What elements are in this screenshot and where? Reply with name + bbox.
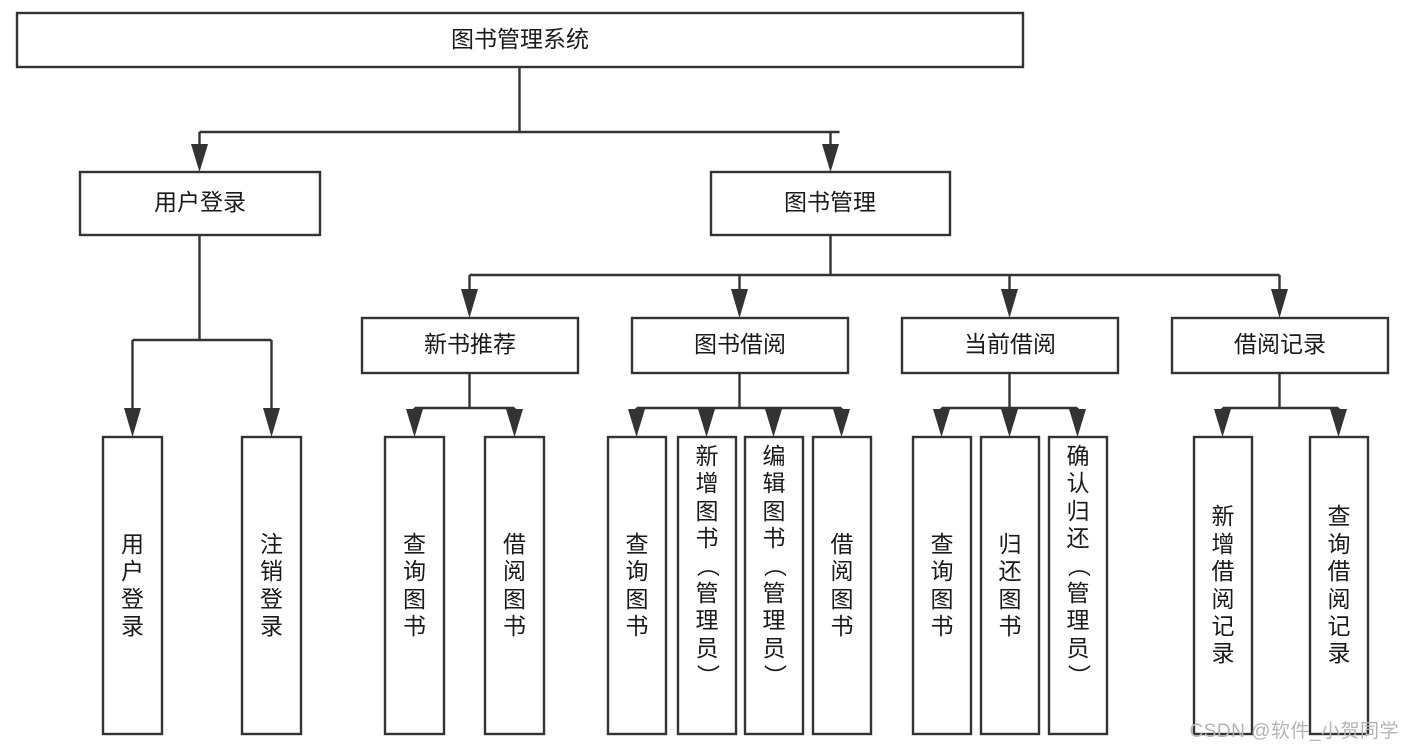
arrow-book-borrow-to-leaf-2 [765, 409, 782, 437]
arrow-new-book-to-leaf-1 [506, 409, 523, 437]
arrow-current-borrow-to-leaf-0 [933, 409, 950, 437]
leaf-box-new-book-1[interactable] [483, 435, 546, 736]
leaf-box-book-borrow-2[interactable] [743, 435, 805, 736]
leaf-box-current-borrow-1[interactable] [979, 435, 1041, 736]
arrow-book-mgmt-to-book-borrow [731, 289, 748, 318]
arrow-book-borrow-to-leaf-1 [698, 409, 715, 437]
leaf-box-current-borrow-2[interactable] [1047, 435, 1109, 736]
node-current-borrow-box[interactable] [900, 316, 1120, 375]
node-book-borrow-box[interactable] [630, 316, 850, 375]
node-current-borrow[interactable]: 当前借阅 [900, 316, 1120, 375]
node-book-borrow[interactable]: 图书借阅 [630, 316, 850, 375]
arrow-book-borrow-to-leaf-3 [833, 409, 850, 437]
node-book-management[interactable]: 图书管理 [709, 170, 952, 237]
arrow-book-mgmt-to-borrow-record [1271, 289, 1288, 318]
arrow-user-login-to-leaf-0 [124, 408, 141, 437]
node-new-book-recommend[interactable]: 新书推荐 [360, 316, 580, 375]
leaf-box-current-borrow-0[interactable] [911, 435, 973, 736]
node-book-borrow-label: 图书借阅 [694, 331, 786, 357]
arrow-borrow-record-to-leaf-1 [1330, 409, 1347, 437]
leaf-box-user-login-1[interactable] [240, 435, 303, 736]
node-user-login[interactable]: 用户登录 [78, 170, 322, 237]
arrow-book-mgmt-to-new-book [461, 289, 478, 318]
connector-layer [124, 67, 1347, 437]
leaf-box-book-borrow-0[interactable] [606, 435, 668, 736]
arrow-current-borrow-to-leaf-1 [1001, 409, 1018, 437]
arrow-book-borrow-to-leaf-0 [628, 409, 645, 437]
arrow-root-to-user-login [191, 144, 208, 172]
node-root-label: 图书管理系统 [451, 26, 589, 52]
leaf-box-borrow-record-1[interactable] [1308, 435, 1370, 736]
arrow-borrow-record-to-leaf-0 [1214, 409, 1231, 437]
arrow-new-book-to-leaf-0 [406, 409, 423, 437]
node-borrow-record[interactable]: 借阅记录 [1170, 316, 1390, 375]
leaf-box-new-book-0[interactable] [383, 435, 446, 736]
node-user-login-label: 用户登录 [154, 189, 246, 215]
arrow-book-mgmt-to-current-borrow [1001, 289, 1018, 318]
arrow-root-to-book-mgmt [822, 144, 839, 172]
node-borrow-record-box[interactable] [1170, 316, 1390, 375]
node-borrow-record-label: 借阅记录 [1234, 331, 1326, 357]
node-book-management-box[interactable] [709, 170, 952, 237]
node-user-login-box[interactable] [78, 170, 322, 237]
node-new-book-recommend-label: 新书推荐 [424, 331, 516, 357]
node-book-management-label: 图书管理 [784, 189, 876, 215]
node-root-box[interactable] [15, 11, 1025, 69]
node-layer: 图书管理系统 用户登录 图书管理 新书推荐 图书借阅 当前 [15, 11, 1390, 736]
leaf-box-book-borrow-3[interactable] [811, 435, 873, 736]
leaf-box-user-login-0[interactable] [101, 435, 164, 736]
arrow-current-borrow-to-leaf-2 [1069, 409, 1086, 437]
arrow-user-login-to-leaf-1 [263, 408, 280, 437]
leaf-box-borrow-record-0[interactable] [1192, 435, 1254, 736]
node-new-book-recommend-box[interactable] [360, 316, 580, 375]
leaf-box-book-borrow-1[interactable] [676, 435, 738, 736]
node-current-borrow-label: 当前借阅 [964, 331, 1056, 357]
node-root[interactable]: 图书管理系统 [15, 11, 1025, 69]
